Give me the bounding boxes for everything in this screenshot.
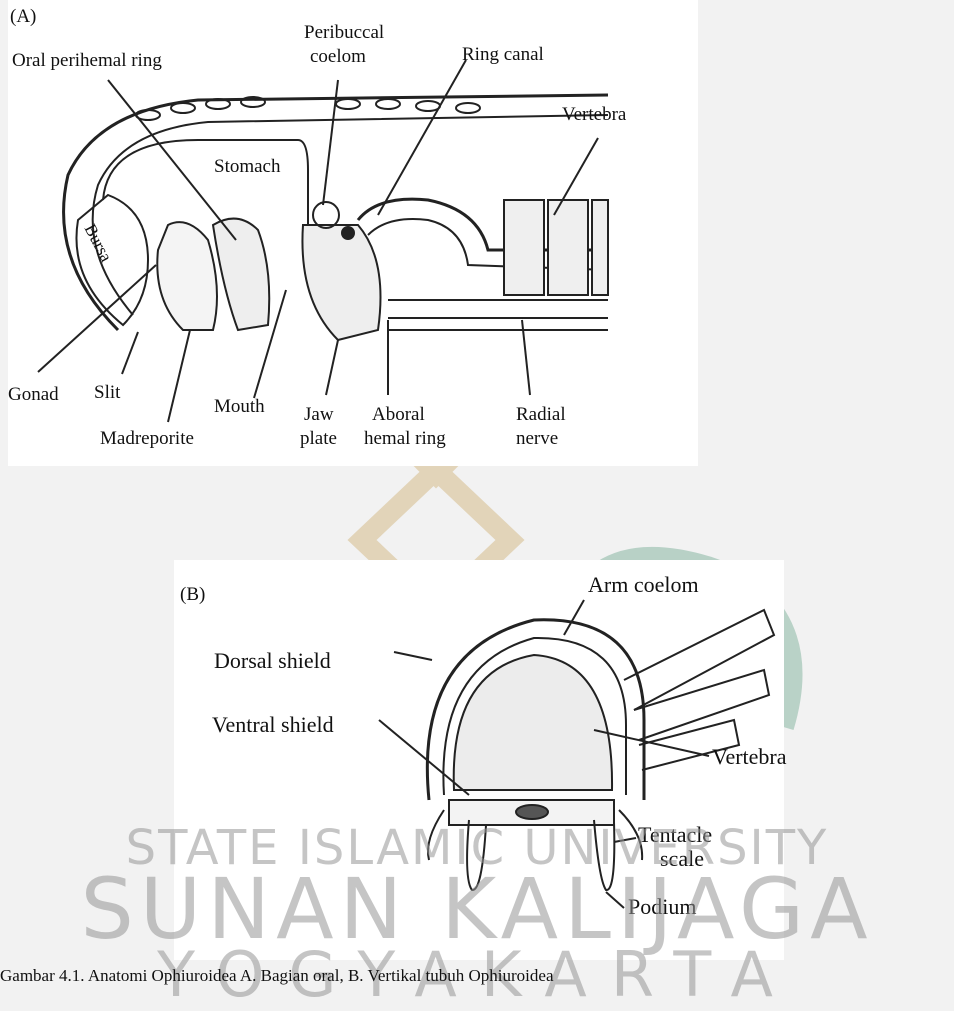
- label-arm-coelom: Arm coelom: [588, 572, 699, 597]
- label-dorsal-shield: Dorsal shield: [214, 648, 331, 673]
- label-gonad: Gonad: [8, 384, 59, 406]
- stomach-outline: [103, 140, 308, 230]
- label-aboral-line2: hemal ring: [364, 428, 446, 450]
- madreporite-body: [157, 222, 217, 330]
- vertebra-core: [454, 655, 612, 790]
- radial-nerve-band: [388, 300, 608, 330]
- label-ring-canal: Ring canal: [462, 44, 544, 66]
- label-peribuccal-line1: Peribuccal: [304, 22, 384, 44]
- panel-b-letter: (B): [180, 582, 205, 607]
- label-vertebra-b: Vertebra: [712, 744, 787, 769]
- label-radial-line2: nerve: [516, 428, 558, 450]
- panel-b-vertical-section: (B) Arm coelom Dorsal shield Ventral shi…: [174, 560, 784, 960]
- jaw-plate-left: [302, 225, 380, 340]
- label-aboral-line1: Aboral: [372, 404, 425, 426]
- label-mouth: Mouth: [214, 396, 265, 418]
- label-slit: Slit: [94, 382, 120, 404]
- label-tentacle-line1: Tentacle: [638, 822, 712, 847]
- label-jaw-line1: Jaw: [304, 404, 334, 426]
- panel-a-oral-section: (A) Oral perihemal ring Peribuccal coelo…: [8, 0, 698, 466]
- figure-caption: Gambar 4.1. Anatomi Ophiuroidea A. Bagia…: [0, 966, 954, 986]
- panel-a-letter: (A): [10, 6, 36, 28]
- label-ventral-shield: Ventral shield: [212, 712, 334, 737]
- label-stomach: Stomach: [214, 156, 281, 178]
- label-tentacle-line2: scale: [660, 846, 704, 871]
- label-jaw-line2: plate: [300, 428, 337, 450]
- label-radial-line1: Radial: [516, 404, 566, 426]
- label-peribuccal-line2: coelom: [310, 46, 366, 68]
- label-oral-perihemal-ring: Oral perihemal ring: [12, 50, 162, 72]
- label-podium: Podium: [628, 894, 696, 919]
- vertebrae-blocks: [504, 200, 608, 295]
- label-vertebra-a: Vertebra: [562, 104, 626, 126]
- label-madreporite: Madreporite: [100, 428, 194, 450]
